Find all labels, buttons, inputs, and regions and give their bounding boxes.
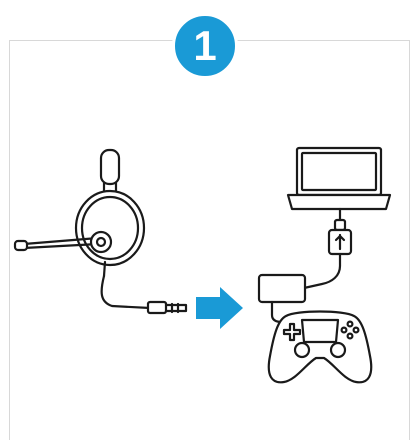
- gamepad-icon: [269, 312, 371, 383]
- usb-c-cable-icon: [304, 209, 351, 288]
- laptop-icon: [288, 148, 390, 209]
- audio-cable-icon: [102, 276, 186, 313]
- headset-icon: [15, 150, 144, 276]
- arrow-right-icon: [196, 287, 243, 329]
